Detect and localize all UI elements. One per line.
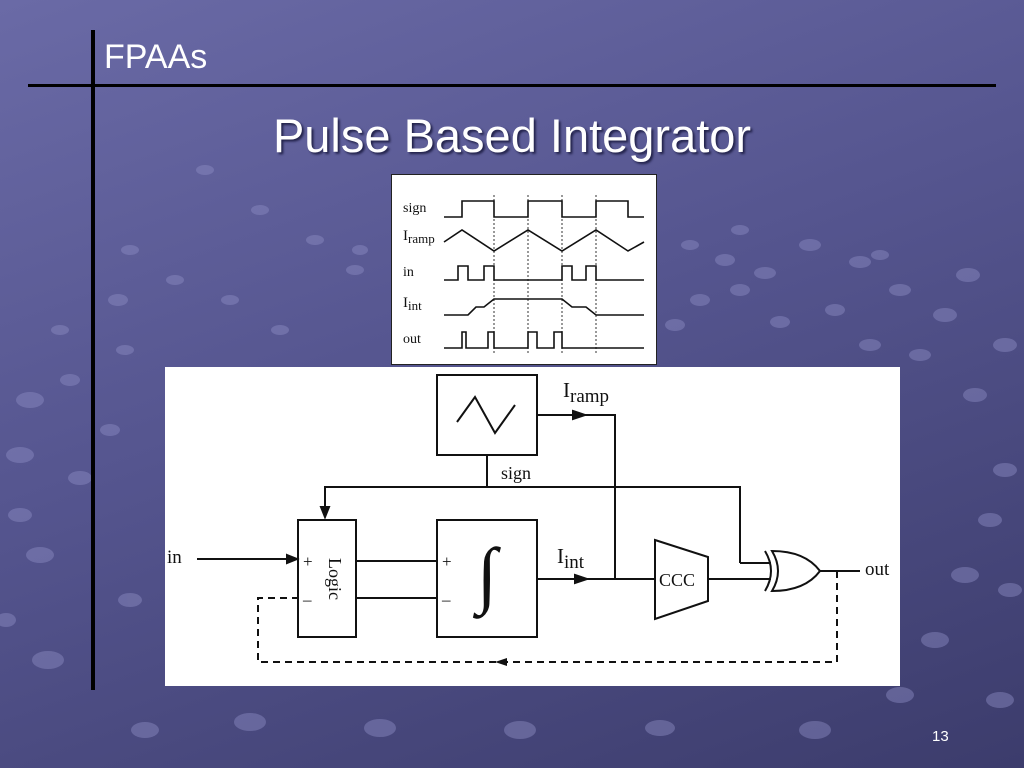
out-waveform [444, 331, 644, 349]
slide-title: Pulse Based Integrator [272, 109, 752, 162]
iint-waveform [444, 298, 644, 316]
iramp-waveform [443, 229, 645, 252]
block-diagram: ∫ in out sign Iramp Iint CCC + – + – Log… [165, 367, 900, 686]
logic-box [297, 519, 357, 638]
timing-label-in: in [403, 265, 414, 280]
sign-waveform [444, 200, 644, 218]
page-number: 13 [932, 728, 949, 745]
input-arrow [286, 553, 300, 565]
integrator-plus-sign: + [442, 552, 452, 571]
triangle-wave-icon [456, 395, 516, 435]
timing-label-out: out [403, 332, 421, 347]
xor-gate-back-curve [764, 550, 772, 592]
iint-arrow [574, 573, 591, 585]
input-label: in [167, 547, 182, 568]
timing-diagram: sign Iramp in Iint out [391, 174, 657, 365]
iramp-arrow [572, 409, 589, 421]
integral-symbol: ∫ [473, 534, 502, 619]
timing-label-iint: Iint [403, 295, 422, 313]
ccc-label: CCC [659, 570, 695, 590]
ccc-block [654, 538, 709, 621]
section-title: FPAAs [104, 38, 208, 76]
feedback-arrow [495, 658, 507, 666]
logic-label: Logic [325, 558, 345, 600]
iramp-label: Iramp [563, 378, 609, 407]
output-label: out [865, 559, 890, 580]
iint-label: Iint [557, 544, 585, 573]
iramp-wire [537, 414, 616, 579]
block-diagram-graphic: ∫ in out sign Iramp Iint CCC + – + – Log… [167, 374, 890, 666]
horizontal-rule [28, 84, 996, 87]
logic-minus-sign: – [302, 590, 312, 609]
timing-label-iramp: Iramp [403, 228, 435, 246]
vertical-rule [91, 30, 95, 690]
sign-arrow [319, 506, 331, 520]
feedback-dashed-wire [257, 571, 838, 663]
timing-gridlines [493, 195, 597, 355]
xor-gate-body [770, 549, 822, 593]
in-waveform [444, 265, 644, 281]
sign-bus-wire [324, 486, 741, 563]
sign-label: sign [501, 463, 531, 483]
timing-label-sign: sign [403, 201, 426, 216]
integrator-minus-sign: – [441, 590, 451, 609]
timing-diagram-graphic: sign Iramp in Iint out [403, 195, 645, 355]
ramp-generator-box [436, 374, 538, 456]
logic-plus-sign: + [303, 552, 313, 571]
